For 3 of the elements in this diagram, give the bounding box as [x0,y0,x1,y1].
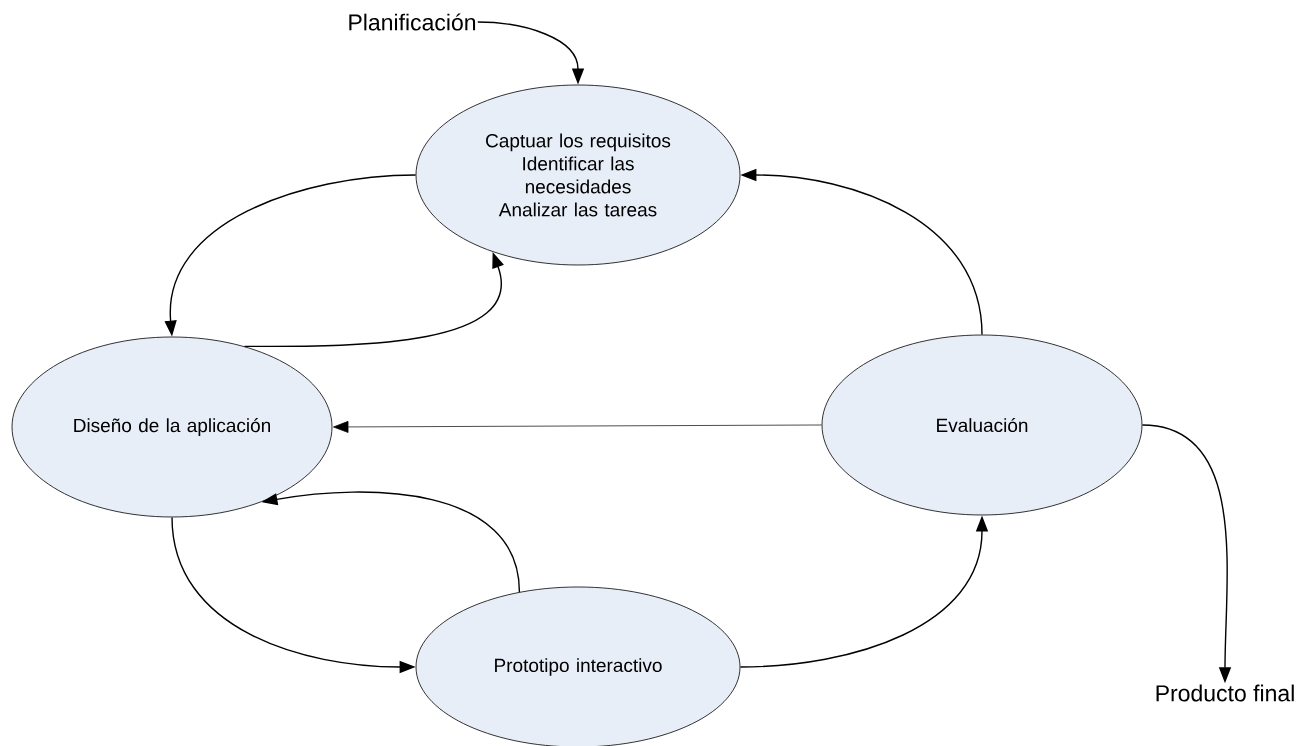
stage-label: Planificación [349,13,476,31]
arrow [333,421,822,433]
stage-label: Producto final [1156,684,1294,702]
